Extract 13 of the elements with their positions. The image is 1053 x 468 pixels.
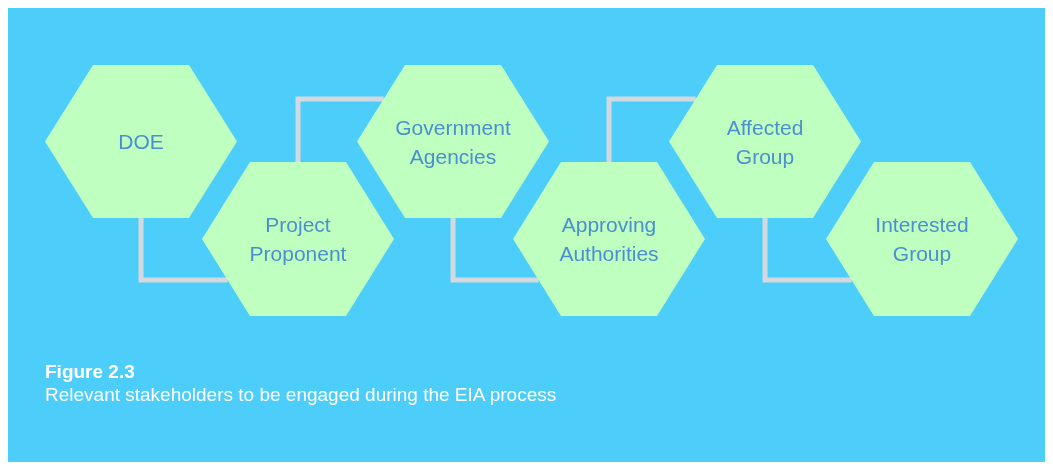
connector-line <box>606 96 696 162</box>
figure-title: Figure 2.3 <box>45 361 135 383</box>
connector-line <box>762 218 852 283</box>
stakeholder-label: DOE <box>117 129 165 155</box>
stakeholder-label: Interested Group <box>874 212 970 267</box>
stakeholder-label: Government Agencies <box>394 114 512 170</box>
connector-line <box>450 218 539 283</box>
figure-caption: Relevant stakeholders to be engaged during the EIA process <box>45 384 557 406</box>
stakeholder-label: Approving Authorities <box>558 212 660 267</box>
stakeholder-label: Project Proponent <box>248 212 348 267</box>
connector-line <box>138 218 228 283</box>
stakeholder-label: Affected Group <box>725 114 805 170</box>
connector-line <box>295 96 384 162</box>
